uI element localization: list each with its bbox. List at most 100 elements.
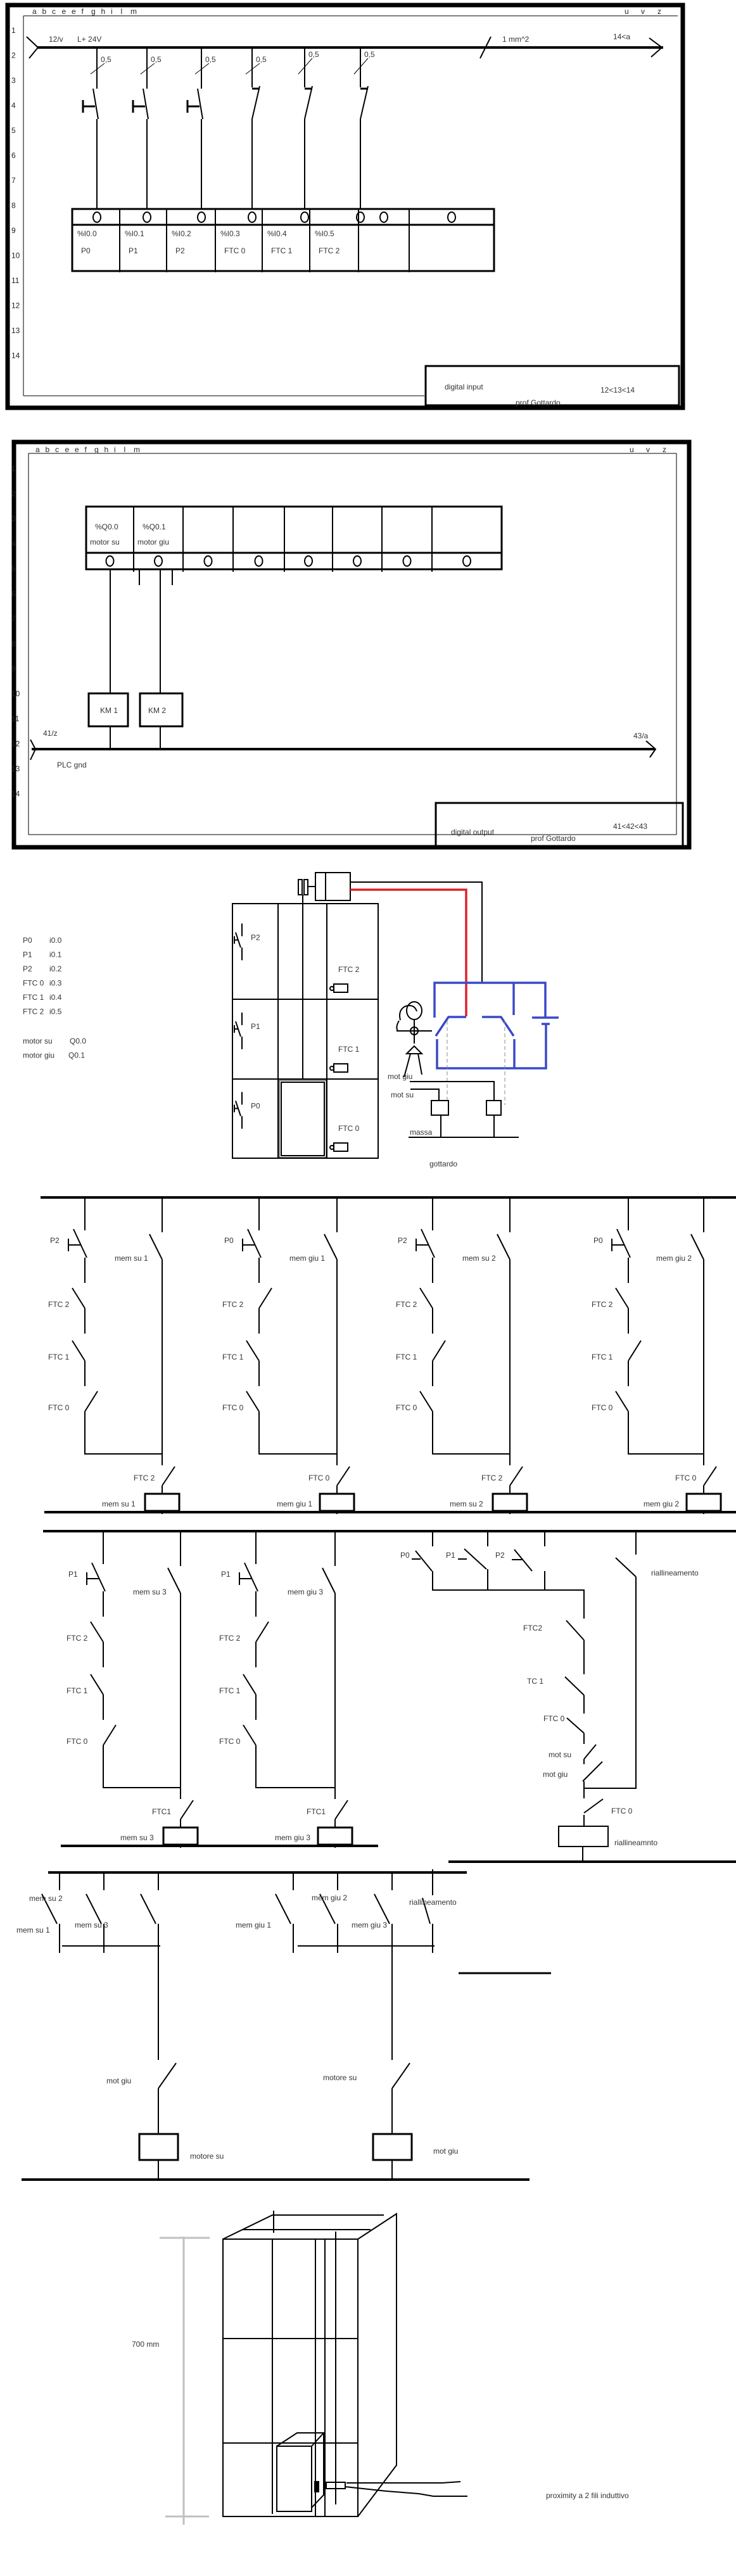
column-letter: a xyxy=(32,7,37,16)
row-number: 10 xyxy=(11,251,20,260)
label-button: P1 xyxy=(221,1570,231,1579)
input-address: %I0.5 xyxy=(315,229,334,238)
terminal-screw xyxy=(300,212,309,223)
title-block-title: digital output xyxy=(451,828,495,837)
memory-coil xyxy=(162,1826,199,1846)
label-c3: FTC 0 xyxy=(67,1737,88,1746)
label-up-coil: motore su xyxy=(190,2152,224,2161)
contact-blade xyxy=(615,1287,629,1309)
column-letter: c xyxy=(55,445,59,454)
contact-blade xyxy=(703,1466,717,1486)
io-name: P0 xyxy=(23,936,32,945)
label-c5: mot giu xyxy=(543,1770,568,1779)
power-line xyxy=(433,982,547,1018)
terminal-screw xyxy=(353,555,362,567)
row-number: 3 xyxy=(11,76,16,85)
row-number: 12 xyxy=(11,301,20,310)
sensor-label: proximity a 2 fili induttivo xyxy=(546,2491,629,2500)
floor-sensor xyxy=(333,1063,348,1073)
sensor-wire xyxy=(345,2486,467,2497)
coil-km2-label: KM 2 xyxy=(148,706,166,715)
row-number: 5 xyxy=(11,564,16,573)
wire-section-label: 0,5 xyxy=(308,50,319,59)
title-block-author: prof Gottardo xyxy=(531,834,576,843)
terminal-screw xyxy=(462,555,471,567)
coil-riallineamento xyxy=(558,1826,609,1847)
title-block xyxy=(424,365,680,407)
label-coil: mem giu 1 xyxy=(277,1500,312,1508)
contact-mot-giu xyxy=(582,1761,603,1782)
floor-sensor-label: FTC 0 xyxy=(338,1124,360,1133)
contact-blade xyxy=(255,1621,269,1643)
input-name: P0 xyxy=(81,246,91,255)
row-number: 9 xyxy=(11,226,16,235)
row-number: 3 xyxy=(11,514,16,523)
head xyxy=(406,1001,422,1020)
floor-button-label: P2 xyxy=(251,933,260,942)
wire xyxy=(255,1781,335,1788)
sensor-wire xyxy=(346,2481,461,2484)
row-number: 6 xyxy=(11,151,16,160)
row-number: 11 xyxy=(11,714,20,723)
hair xyxy=(396,1020,400,1032)
contact-mot-su xyxy=(583,1744,597,1760)
column-letter: m xyxy=(134,445,140,454)
contact-blade xyxy=(91,1562,106,1592)
power-return xyxy=(436,1024,547,1070)
column-letter: b xyxy=(46,445,50,454)
car-perspective xyxy=(276,2432,324,2508)
row-number: 2 xyxy=(11,489,16,498)
label-hold: mem giu 2 xyxy=(656,1254,692,1263)
bus-ref-right: 43/a xyxy=(633,731,649,740)
row-number: 9 xyxy=(11,664,16,673)
io-name: FTC 1 xyxy=(23,993,44,1002)
contact-blade xyxy=(158,2062,177,2089)
column-letter: g xyxy=(94,445,99,454)
line-mot-giu xyxy=(410,1081,495,1101)
label-hold: riallineamento xyxy=(651,1569,699,1577)
contact-blade xyxy=(360,85,369,120)
reversing-circuit xyxy=(433,982,559,1105)
contact-blade xyxy=(84,1391,98,1412)
label-coil: riallineamnto xyxy=(614,1838,657,1847)
label-p1: P1 xyxy=(446,1551,455,1560)
contact-blade xyxy=(628,1340,642,1361)
wire xyxy=(628,1448,704,1455)
contact-blade xyxy=(421,1228,435,1258)
contact-p0 xyxy=(415,1550,433,1572)
label-button: P0 xyxy=(593,1236,603,1245)
motor-wire-red xyxy=(350,888,467,1016)
shaft-side xyxy=(357,2213,397,2517)
io-name: P1 xyxy=(23,950,32,959)
contact-blade xyxy=(167,1567,181,1594)
contact-blade xyxy=(90,1674,104,1695)
bus-arrow-left xyxy=(26,36,39,59)
output-address: %Q0.1 xyxy=(143,522,166,531)
sheet-frame xyxy=(5,3,685,410)
floor-sensor xyxy=(333,983,348,993)
section-slash xyxy=(298,58,313,75)
memory-coil xyxy=(319,1493,355,1512)
row-number: 10 xyxy=(11,690,20,698)
bus-ref-right: 14<a xyxy=(613,32,630,41)
person-figure xyxy=(396,1001,432,1078)
column-letter: a xyxy=(35,445,40,454)
label-stop: FTC 0 xyxy=(611,1807,633,1815)
input-name: FTC 0 xyxy=(224,246,246,255)
column-letter: z xyxy=(663,445,666,454)
wire xyxy=(432,1448,510,1455)
column-letter: g xyxy=(91,7,96,16)
row-number: 6 xyxy=(11,590,16,598)
contact-blade xyxy=(162,1466,175,1486)
label-massa: massa xyxy=(410,1128,433,1137)
terminal-screw xyxy=(154,555,163,567)
leg xyxy=(417,1053,422,1075)
